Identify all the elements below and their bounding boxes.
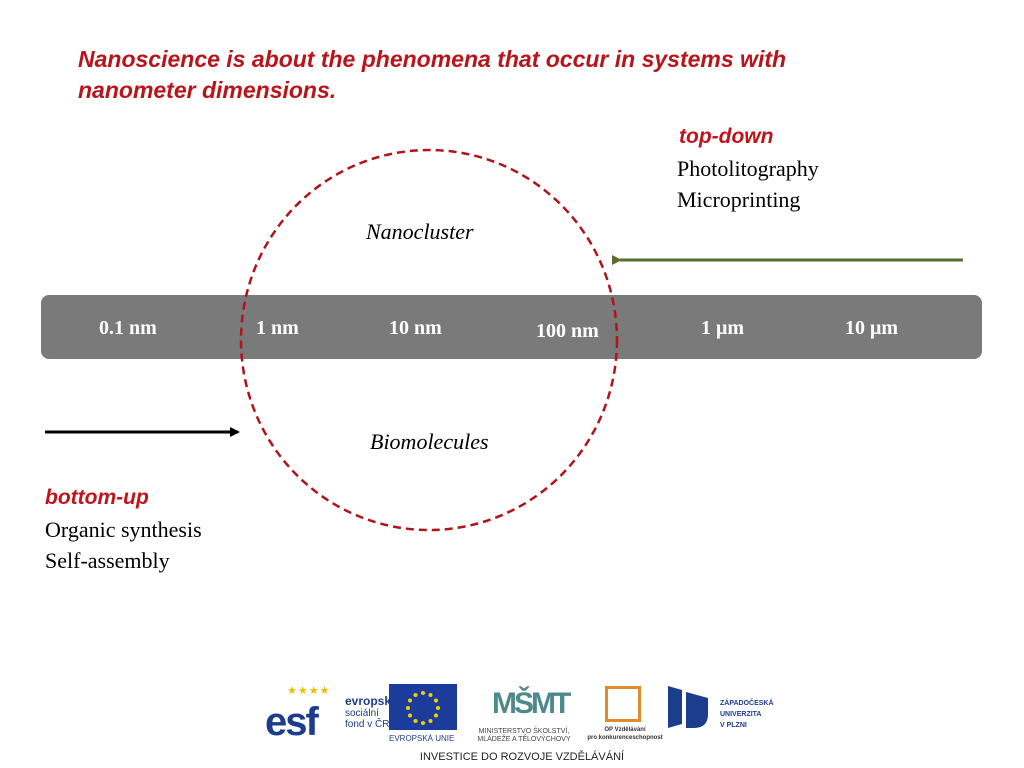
footer-logos: ★★★★ esf evropský sociální fond v ČR (0, 676, 1024, 768)
bottom-up-item: Self-assembly (45, 548, 170, 573)
slide-title-line-2: nanometer dimensions. (78, 77, 337, 103)
eu-logo: EVROPSKÁ UNIE (389, 684, 459, 748)
zcu-caption-line-1: ZÁPADOČESKÁ (720, 700, 774, 707)
top-down-item: Photolitography (677, 156, 819, 181)
scale-bar (41, 295, 982, 359)
scale-tick-100-nm: 100 nm (536, 320, 599, 342)
msmt-caption-line-1: MINISTERSTVO ŠKOLSTVÍ, (478, 728, 570, 735)
scale-tick-1-nm: 1 nm (256, 317, 299, 339)
msmt-mark: MŠMT (492, 687, 571, 720)
esf-mark: esf (265, 700, 319, 744)
op-caption: OP Vzdělávání pro konkurenceschopnost (587, 726, 663, 742)
zcu-logo: ZÁPADOČESKÁ UNIVERZITA V PLZNI (666, 684, 786, 744)
scale-tick-1-um: 1 μm (701, 317, 744, 339)
slide-title-line-1: Nanoscience is about the phenomena that … (78, 46, 787, 72)
scale-tick-10-um: 10 μm (845, 317, 898, 339)
msmt-caption-line-2: MLÁDEŽE A TĚLOVÝCHOVY (477, 736, 571, 743)
bottom-up-heading: bottom-up (45, 486, 149, 509)
op-square-icon (605, 686, 641, 722)
esf-caption-line-1: evropský (345, 694, 398, 708)
scale-tick-0-1-nm: 0.1 nm (99, 317, 157, 339)
esf-caption: evropský sociální fond v ČR (345, 694, 398, 730)
top-down-item: Microprinting (677, 187, 801, 212)
esf-caption-line-3: fond v ČR (345, 719, 390, 730)
op-caption-line-2: pro konkurenceschopnost (587, 735, 663, 741)
zcu-mark-icon (668, 686, 708, 728)
zcu-caption-line-2: UNIVERZITA (720, 711, 762, 718)
bottom-up-item: Organic synthesis (45, 517, 202, 542)
esf-caption-line-2: sociální (345, 708, 379, 719)
msmt-caption: MINISTERSTVO ŠKOLSTVÍ, MLÁDEŽE A TĚLOVÝC… (462, 728, 586, 744)
biomolecules-label: Biomolecules (370, 429, 489, 454)
zcu-caption-line-3: V PLZNI (720, 722, 747, 729)
eu-flag-icon (389, 684, 457, 730)
top-down-heading: top-down (679, 125, 774, 148)
msmt-logo: MŠMT MINISTERSTVO ŠKOLSTVÍ, MLÁDEŽE A TĚ… (462, 682, 586, 748)
slide-title: Nanoscience is about the phenomena that … (78, 44, 938, 106)
scale-tick-10-nm: 10 nm (389, 317, 442, 339)
op-logo: OP Vzdělávání pro konkurenceschopnost (587, 684, 663, 746)
esf-stars-icon: ★★★★ (287, 685, 331, 697)
esf-logo: ★★★★ esf evropský sociální fond v ČR (265, 684, 398, 744)
nanocluster-label: Nanocluster (366, 219, 474, 244)
zcu-caption: ZÁPADOČESKÁ UNIVERZITA V PLZNI (720, 698, 774, 731)
op-caption-line-1: OP Vzdělávání (604, 727, 646, 733)
eu-caption: EVROPSKÁ UNIE (389, 734, 455, 743)
footer-caption: INVESTICE DO ROZVOJE VZDĚLÁVÁNÍ (419, 751, 625, 763)
